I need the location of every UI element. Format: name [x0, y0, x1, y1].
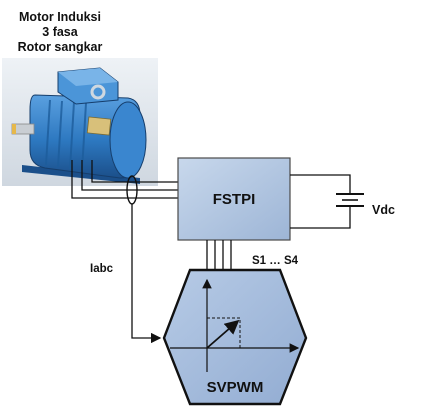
dc-source-label: Vdc — [372, 203, 395, 217]
motor-title-line-3: Rotor sangkar — [18, 40, 103, 54]
dc-bus-wires — [290, 174, 351, 229]
current-label: Iabc — [90, 263, 114, 275]
motor-title-line-1: Motor Induksi — [19, 10, 101, 24]
three-phase-wires — [71, 160, 178, 199]
controller-label: SVPWM — [207, 379, 264, 396]
motor-title: Motor Induksi 3 fasa Rotor sangkar — [18, 10, 103, 54]
svpwm-controller-block: SVPWM — [162, 268, 308, 406]
dc-source-battery-icon — [336, 193, 364, 207]
current-feedback-arrow — [131, 204, 162, 344]
switch-signals-label: S1 … S4 — [252, 255, 299, 267]
inverter-label: FSTPI — [213, 191, 256, 208]
motor-title-line-2: 3 fasa — [42, 25, 78, 39]
induction-motor-icon — [2, 58, 158, 186]
gate-signal-wires — [206, 240, 232, 270]
fstpi-inverter-block: FSTPI — [177, 157, 291, 241]
space-vector-arrow — [206, 319, 240, 349]
